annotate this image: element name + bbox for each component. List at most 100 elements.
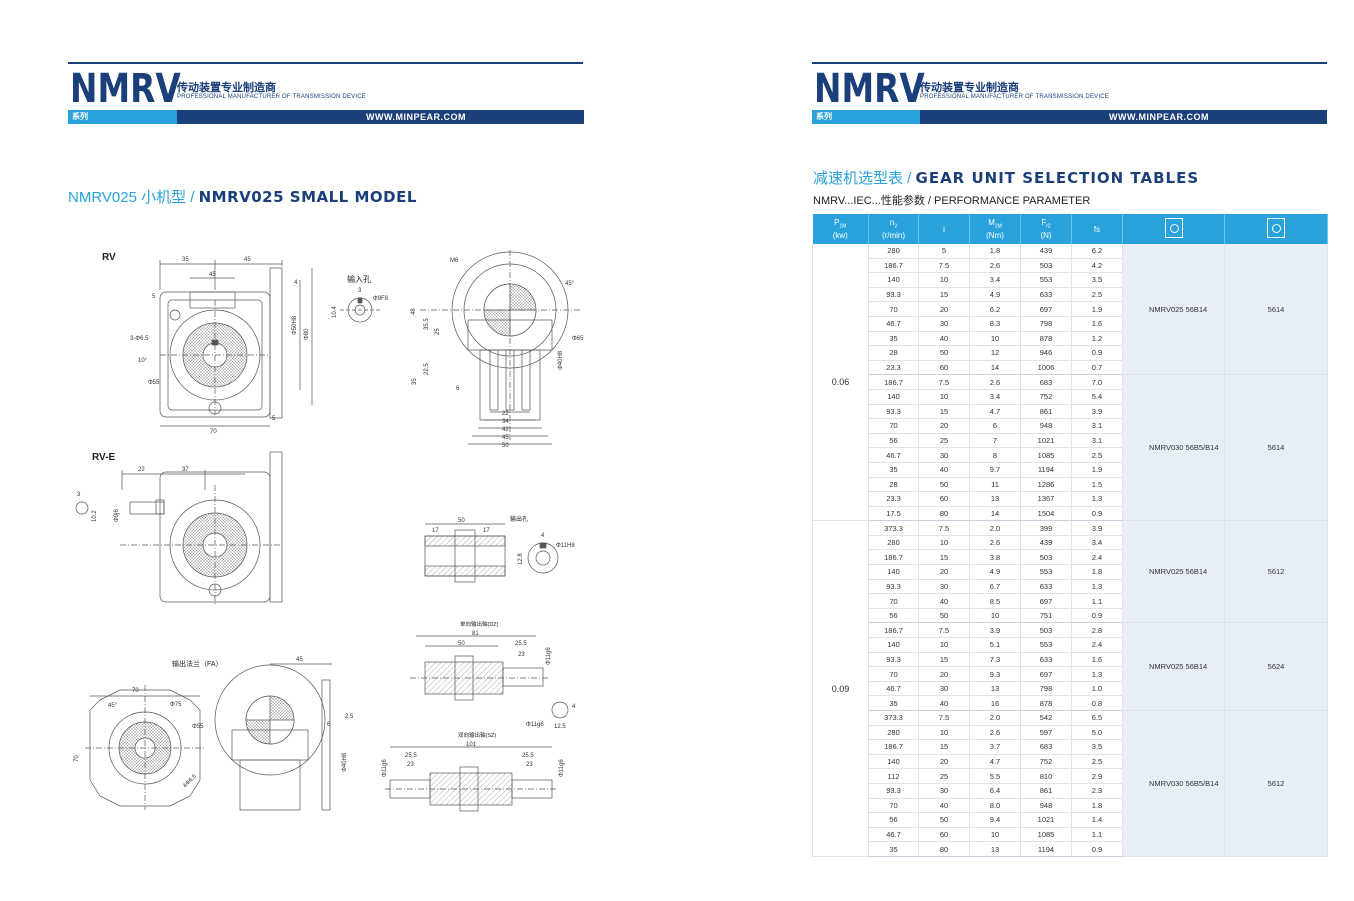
table-cell: 80	[918, 506, 970, 522]
technical-drawing: RV 35 45 45 4 5 5 70 3-Φ6.5 1	[74, 250, 584, 812]
table-cell: 3.9	[1071, 404, 1123, 420]
dim-5b: 5	[272, 416, 276, 422]
dim-45: 45	[244, 257, 251, 263]
selection-table: P1M(kw) n2(r/min) i M2M(Nm) Fr2(N) fs 0.…	[812, 214, 1328, 857]
table-cell: 2.5	[1071, 754, 1123, 770]
dim-s23: 23	[518, 652, 525, 658]
table-cell: 7.5	[918, 520, 970, 536]
table-cell: 9.7	[969, 462, 1021, 478]
table-cell: 4.9	[969, 287, 1021, 303]
table-cell: 280	[868, 725, 919, 741]
table-cell: 28	[868, 477, 919, 493]
table-cell: 20	[918, 666, 970, 682]
table-cell: 798	[1020, 681, 1072, 697]
table-cell: 503	[1020, 258, 1072, 274]
section-title: NMRV025 小机型 / NMRV025 SMALL MODEL	[68, 186, 417, 207]
motor-icon	[1267, 218, 1285, 238]
table-cell: 1021	[1020, 812, 1072, 828]
dim-h48: 48	[411, 308, 417, 315]
table-cell: 7.5	[918, 258, 970, 274]
table-cell: 3.1	[1071, 418, 1123, 434]
table-cell: 6.4	[969, 783, 1021, 799]
table-cell: 503	[1020, 549, 1072, 566]
dim-t255a: 25.5	[405, 753, 417, 759]
table-cell: 1021	[1020, 433, 1072, 449]
label-rve: RV-E	[92, 452, 115, 463]
table-cell: 30	[918, 783, 970, 799]
dim-h355: 35.5	[424, 318, 430, 330]
table-cell: 2.8	[1071, 622, 1123, 639]
label-rv: RV	[102, 252, 116, 263]
table-cell: 2.6	[969, 258, 1021, 274]
table-cell: 878	[1020, 695, 1072, 711]
table-cell: 25	[918, 433, 970, 449]
dim-5: 5	[152, 294, 156, 300]
table-cell: 7	[969, 433, 1021, 449]
table-cell: 4.9	[969, 564, 1021, 580]
dim-phi11h8: Φ11H8	[556, 543, 575, 549]
brand-tagline-en: PROFESSIONAL MANUFACTURER OF TRANSMISSIO…	[177, 94, 366, 100]
brand-logo-right: NMRV	[814, 66, 925, 112]
dim-4phi65: 4Φ6.5	[182, 773, 198, 789]
dim-h25: 25	[435, 328, 441, 335]
label-flange: 输出法兰（FA）	[172, 659, 223, 668]
dim-phi75: Φ75	[170, 702, 182, 708]
dim-phi40h8: Φ40H8	[558, 350, 564, 370]
dim-35: 35	[182, 257, 189, 263]
motor-model-cell: 5624	[1224, 622, 1328, 711]
table-cell: 1.9	[1071, 462, 1123, 478]
table-cell: 861	[1020, 404, 1072, 420]
table-cell: 17.5	[868, 506, 919, 522]
dim-b45: 45	[502, 435, 509, 441]
brand-logo: NMRV	[70, 66, 181, 112]
dim-45deg: 45°	[565, 281, 575, 287]
website-bar-right: WWW.MINPEAR.COM	[920, 110, 1327, 124]
table-cell: 0.9	[1071, 345, 1123, 361]
dim-phi9j6: Φ9j6	[114, 509, 120, 522]
col-ratio: i	[918, 214, 970, 244]
col-radial-load: Fr2(N)	[1020, 214, 1072, 244]
table-cell: 8.0	[969, 798, 1021, 814]
dim-o17b: 17	[483, 528, 490, 534]
label-double-shaft: 双向输出轴(SZ)	[458, 731, 496, 739]
table-cell: 280	[868, 244, 919, 259]
table-cell: 70	[868, 666, 919, 682]
table-cell: 0.9	[1071, 506, 1123, 522]
table-cell: 1194	[1020, 462, 1072, 478]
motor-model-cell: 5612	[1224, 710, 1328, 857]
website-bar: WWW.MINPEAR.COM	[177, 110, 584, 124]
table-cell: 2.0	[969, 710, 1021, 726]
table-cell: 1.3	[1071, 491, 1123, 507]
table-cell: 373.3	[868, 710, 919, 726]
table-cell: 7.3	[969, 652, 1021, 668]
col-torque: M2M(Nm)	[969, 214, 1021, 244]
table-cell: 8.5	[969, 593, 1021, 609]
table-cell: 0.9	[1071, 841, 1123, 857]
col-service-factor: fs	[1071, 214, 1123, 244]
dim-phi55: Φ55	[148, 380, 160, 386]
table-cell: 10	[918, 272, 970, 288]
dim-phi11g6b: Φ11g6	[526, 722, 544, 728]
table-cell: 20	[918, 301, 970, 317]
table-cell: 20	[918, 754, 970, 770]
dim-h6: 6	[456, 386, 460, 392]
dim-f6: 6	[327, 722, 331, 728]
table-cell: 9.4	[969, 812, 1021, 828]
table-cell: 14	[969, 506, 1021, 522]
table-cell: 60	[918, 360, 970, 376]
dim-s125: 12.5	[554, 724, 566, 730]
dim-f25: 2.5	[345, 714, 354, 720]
dim-holes: 3-Φ6.5	[130, 336, 149, 342]
table-cell: 1.8	[969, 244, 1021, 259]
table-cell: 553	[1020, 272, 1072, 288]
table-cell: 697	[1020, 666, 1072, 682]
table-cell: 40	[918, 593, 970, 609]
table-cell: 3.1	[1071, 433, 1123, 449]
